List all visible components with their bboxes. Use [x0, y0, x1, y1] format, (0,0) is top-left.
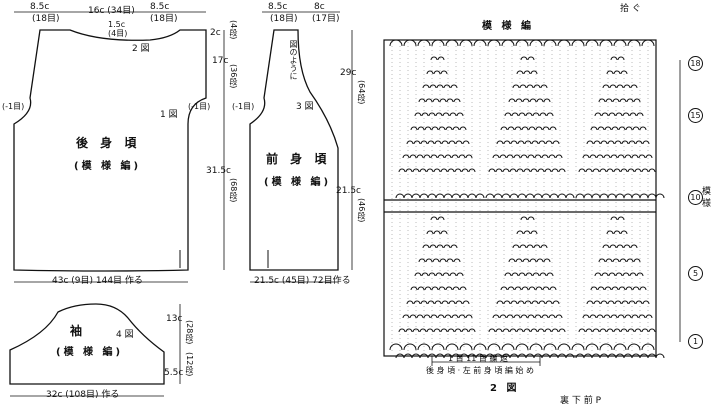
sleeve-title: 袖 — [70, 324, 87, 338]
back-cast-on: 43c (9目) 144目 作る — [52, 276, 143, 286]
sleeve-cap-rows: (28段) — [185, 320, 194, 345]
sleeve-cap-height: 13c — [166, 314, 183, 324]
row-marker-15: 15 — [688, 108, 703, 123]
front-side-rows: (46段) — [357, 198, 366, 223]
back-top-left-stitches: (18目) — [32, 14, 60, 24]
row-marker-5: 5 — [688, 266, 703, 281]
sleeve-pattern: (模 様 編) — [56, 347, 124, 358]
front-right-decrease: (-1目) — [232, 102, 255, 111]
back-top-right-width: 8.5c — [150, 2, 170, 12]
row-marker-1: 1 — [688, 334, 703, 349]
sleeve-lower-height: 5.5c — [164, 368, 184, 378]
chart-start-note: 後 身 頃 · 左 前 身 頃 編 始 め — [426, 366, 534, 375]
front-top-right-width: 8c — [314, 2, 325, 12]
sleeve-outline — [9, 303, 165, 385]
chart-grid-lines — [391, 42, 649, 354]
back-neck-depth: 1.5c — [108, 20, 126, 29]
chart-side-label: 模 様 — [700, 186, 710, 207]
back-shoulder-rows: (4段) — [229, 20, 238, 40]
back-shoulder-height: 2c — [210, 28, 221, 38]
front-body-title: 前 身 頃 — [266, 152, 331, 166]
front-body-pattern: (模 様 編) — [264, 177, 332, 188]
back-armhole-height: 17c — [212, 56, 229, 66]
front-side-height: 21.5c — [336, 186, 361, 196]
front-top-right-stitches: (17目) — [312, 14, 340, 24]
front-neck-rows: (64段) — [357, 80, 366, 105]
back-top-left-width: 8.5c — [30, 2, 50, 12]
chart-caption: 2 図 — [490, 383, 520, 394]
back-neck-width: 16c (34目) — [88, 6, 135, 16]
front-neck-height: 29c — [340, 68, 357, 78]
row-marker-10: 10 — [688, 190, 703, 205]
front-neck-note: 図のように — [289, 40, 298, 80]
back-body-title: 後 身 頃 — [76, 136, 141, 150]
front-figure-3-label: 3 図 — [296, 102, 314, 112]
back-armhole-rows: (36段) — [229, 64, 238, 89]
front-body-outline — [249, 29, 339, 271]
front-top-left-width: 8.5c — [268, 2, 288, 12]
chart-footer: 裏 下 前 P — [560, 396, 602, 406]
back-left-decrease: (-1目) — [2, 102, 25, 111]
chart-title: 模 様 編 — [482, 21, 534, 32]
front-top-left-stitches: (18目) — [270, 14, 298, 24]
sleeve-figure-4-label: 4 図 — [116, 330, 134, 340]
back-body-outline — [13, 29, 207, 272]
chart-corner-note: 拾 ぐ — [620, 4, 641, 14]
back-body-pattern: (模 様 編) — [74, 161, 142, 172]
back-top-right-stitches: (18目) — [150, 14, 178, 24]
front-cast-on: 21.5c (45目) 72目作る — [254, 276, 351, 286]
sleeve-cast-on: 32c (108目) 作る — [46, 390, 120, 400]
back-right-decrease: (-1目) — [188, 102, 211, 111]
chart-motifs — [389, 39, 665, 359]
back-side-height: 31.5c — [206, 166, 231, 176]
back-figure-2-label: 2 図 — [132, 44, 150, 54]
sleeve-lower-rows: (12段) — [185, 352, 194, 377]
chart-repeat-note: 1 目 11 目 繰 返 — [448, 354, 508, 363]
back-side-rows: (68段) — [229, 178, 238, 203]
row-marker-18: 18 — [688, 56, 703, 71]
back-neck-depth-stitches: (4目) — [108, 29, 128, 38]
back-figure-1-label: 1 図 — [160, 110, 178, 120]
